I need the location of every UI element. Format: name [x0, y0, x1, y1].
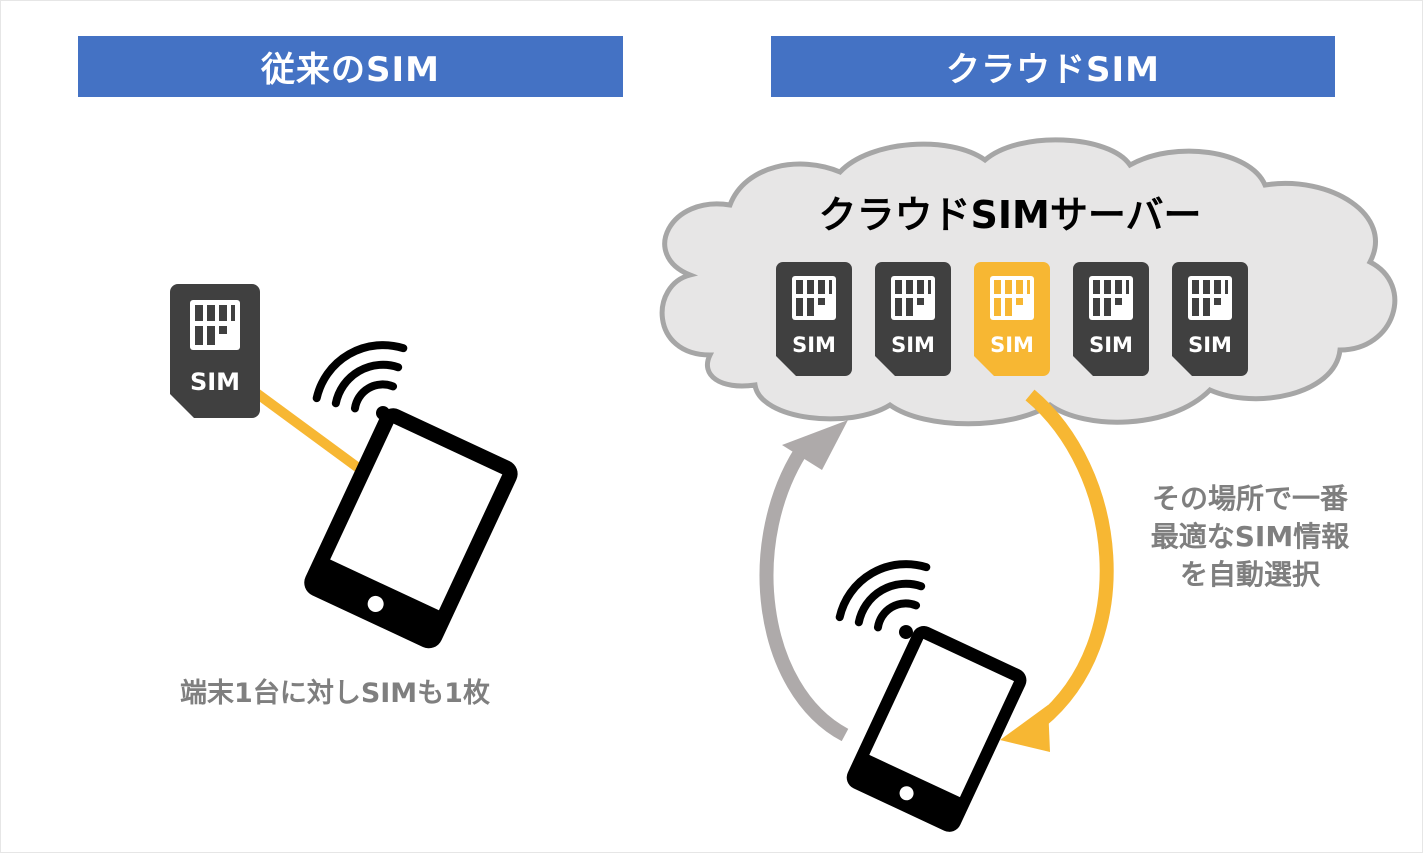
cloud-server-label: クラウドSIMサーバー — [819, 193, 1202, 237]
selection-note-line-3: を自動選択 — [1180, 558, 1321, 591]
sim-card-icon: SIM — [1073, 262, 1149, 376]
traditional-caption: 端末1台に対しSIMも1枚 — [180, 677, 490, 709]
sim-card-icon: SIM — [875, 262, 951, 376]
upload-arrow-icon — [759, 420, 849, 742]
sim-card-label: SIM — [990, 333, 1034, 357]
sim-card-label: SIM — [792, 333, 836, 357]
sim-card-label: SIM — [1089, 333, 1133, 357]
wifi-icon-right — [835, 560, 931, 639]
download-arrow-icon — [1000, 389, 1114, 752]
sim-card-label: SIM — [190, 368, 240, 396]
traditional-sim-banner: 従来のSIM — [78, 36, 623, 97]
smartphone-icon — [304, 408, 518, 649]
wifi-icon — [312, 341, 408, 420]
sim-card-icon: SIM — [170, 284, 260, 418]
selection-note-line-2: 最適なSIM情報 — [1151, 520, 1350, 553]
smartphone-icon-right — [846, 625, 1027, 832]
cloud-sim-group: SIM SIM SIM SIM SIM — [776, 262, 1248, 376]
selection-note-line-1: その場所で一番 — [1152, 482, 1349, 515]
sim-connection-line — [252, 387, 375, 483]
selected-sim-card-icon: SIM — [974, 262, 1050, 376]
sim-card-icon: SIM — [776, 262, 852, 376]
sim-card-label: SIM — [891, 333, 935, 357]
cloud-sim-title: クラウドSIM — [946, 50, 1160, 90]
sim-card-label: SIM — [1188, 333, 1232, 357]
traditional-sim-title: 従来のSIM — [261, 50, 440, 90]
sim-card-icon: SIM — [1172, 262, 1248, 376]
selection-note: その場所で一番 最適なSIM情報 を自動選択 — [1151, 482, 1350, 591]
cloud-sim-banner: クラウドSIM — [771, 36, 1335, 97]
